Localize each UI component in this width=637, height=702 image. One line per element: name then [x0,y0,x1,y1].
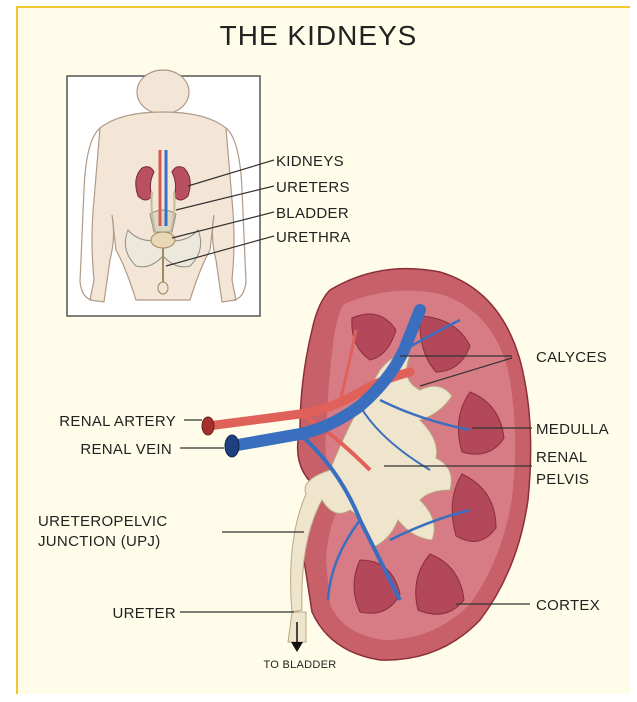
down-arrow-icon [291,642,303,652]
label-renal-pelvis-line1: RENAL [536,449,588,466]
label-renal-artery: RENAL ARTERY [59,413,176,430]
label-cortex: CORTEX [536,597,600,614]
label-to-bladder: TO BLADDER [263,659,336,671]
body-inset [67,70,274,316]
kidney-cross-section [202,269,531,661]
label-urethra: URETHRA [276,229,351,246]
label-upj-line1: URETEROPELVIC [38,513,167,530]
label-bladder: BLADDER [276,205,349,222]
label-ureter: URETER [113,605,176,622]
label-medulla: MEDULLA [536,421,609,438]
label-kidneys: KIDNEYS [276,153,344,170]
label-renal-pelvis-line2: PELVIS [536,471,589,488]
label-renal-vein: RENAL VEIN [80,441,172,458]
label-calyces: CALYCES [536,349,607,366]
label-upj-line2: JUNCTION (UPJ) [38,533,161,550]
label-ureters: URETERS [276,179,350,196]
